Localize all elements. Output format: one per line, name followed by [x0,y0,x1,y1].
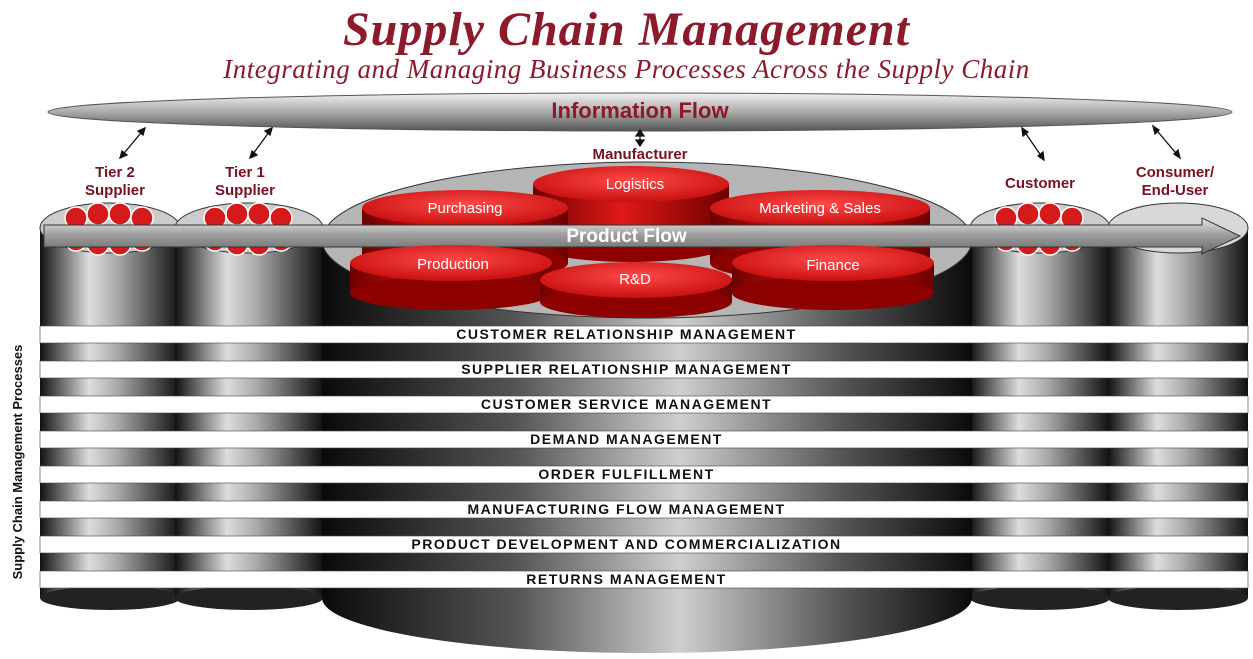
consumer-line1: Consumer/ [1135,164,1215,181]
tier1-line1: Tier 1 [225,164,265,181]
processes-axis-label: Supply Chain Management Processes [10,344,25,580]
diagram-subtitle: Integrating and Managing Business Proces… [223,54,1030,84]
process-crm: CUSTOMER RELATIONSHIP MANAGEMENT [456,326,797,342]
dept-marketing-label: Marketing & Sales [759,200,881,217]
process-product-development: PRODUCT DEVELOPMENT AND COMMERCIALIZATIO… [411,536,842,552]
dept-purchasing-label: Purchasing [427,200,503,217]
tier1-supplier-label: Tier 1 Supplier [200,164,290,200]
process-demand: DEMAND MANAGEMENT [530,431,723,447]
product-flow-label: Product Flow [566,226,687,247]
dept-cyl-production [350,245,552,310]
process-bands [39,325,1249,589]
diagram-title: Supply Chain Management [342,3,911,56]
process-manufacturing-flow: MANUFACTURING FLOW MANAGEMENT [467,501,786,517]
tier2-supplier-label: Tier 2 Supplier [70,164,160,200]
information-flow-label: Information Flow [551,98,729,123]
customer-label: Customer [1004,175,1075,192]
dept-cyl-finance [732,245,934,310]
tier1-line2: Supplier [214,182,275,199]
process-returns: RETURNS MANAGEMENT [526,571,727,587]
department-cylinders-front [350,245,934,318]
dept-finance-label: Finance [806,257,860,274]
tier2-line2: Supplier [84,182,145,199]
product-flow-arrow [43,217,1242,255]
tier2-line1: Tier 2 [95,164,135,181]
process-srm: SUPPLIER RELATIONSHIP MANAGEMENT [461,361,792,377]
manufacturer-label: Manufacturer [592,146,688,163]
consumer-label: Consumer/ End-User [1110,164,1240,200]
process-csm: CUSTOMER SERVICE MANAGEMENT [480,396,773,412]
dept-logistics-label: Logistics [605,176,665,193]
dept-rnd-label: R&D [619,271,651,288]
dept-cyl-rnd [540,262,732,318]
consumer-line2: End-User [1141,182,1209,199]
connector-arrows [118,124,1182,162]
process-order-fulfillment: ORDER FULFILLMENT [538,466,715,482]
dept-production-label: Production [417,256,489,273]
